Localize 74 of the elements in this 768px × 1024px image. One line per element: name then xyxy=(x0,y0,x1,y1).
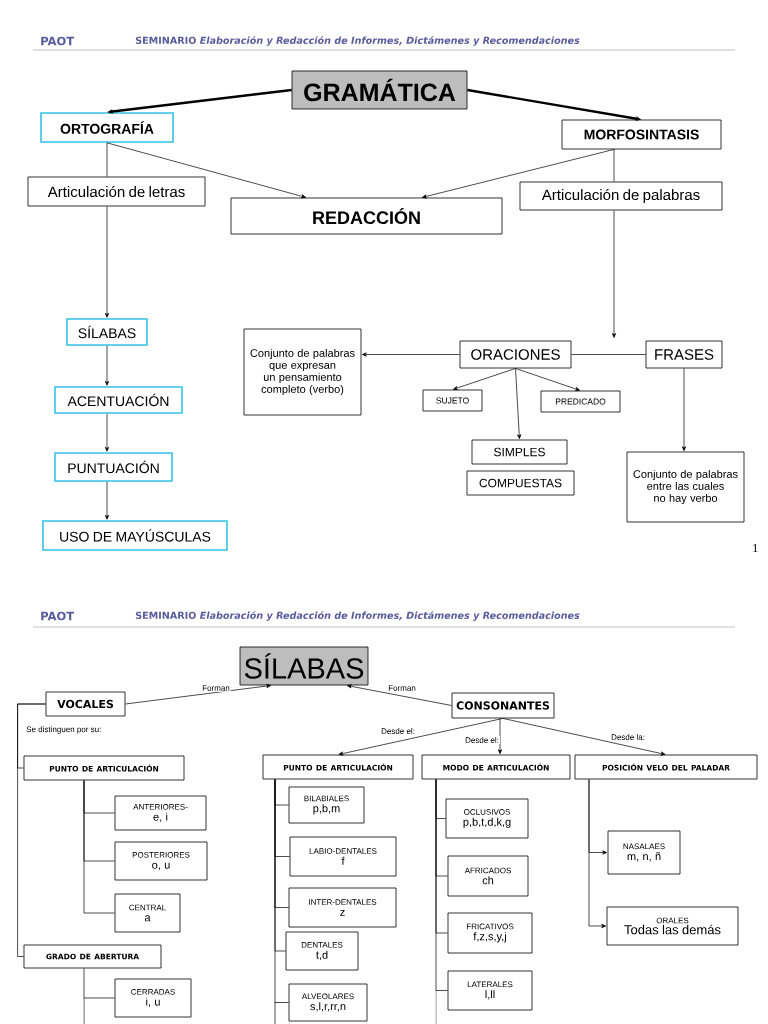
concept-box: VOCALES xyxy=(45,691,126,717)
concept-box: ORACIONES xyxy=(459,340,572,369)
arrow xyxy=(104,345,110,386)
arrow xyxy=(502,718,666,756)
header-text: SEMINARIO Elaboración y Redacción de Informes, Dictámenes y Recomendaciones xyxy=(135,36,580,46)
concept-box: CONSONANTES xyxy=(451,692,555,719)
connector-line xyxy=(613,149,615,182)
arrow xyxy=(107,88,292,115)
concept-box: PREDICADO xyxy=(540,390,621,413)
concept-box: AFRICADOS ch xyxy=(447,855,529,897)
connector-line xyxy=(83,780,115,914)
concept-box: POSTERIORES o, u xyxy=(114,841,208,881)
arrow xyxy=(453,368,516,390)
concept-box: DENTALES t,d xyxy=(285,931,359,971)
connector-line xyxy=(274,779,289,1003)
arrow xyxy=(106,142,306,199)
arrow xyxy=(104,413,110,452)
edge-label: Desde el: xyxy=(380,727,416,735)
edge-label: Desde el: xyxy=(464,736,500,744)
concept-box: OCLUSIVOS p,b,t,d,k,g xyxy=(445,798,529,839)
header-text: PAOT xyxy=(41,611,75,621)
concept-box: MORFOSINTASIS xyxy=(561,119,722,150)
arrow xyxy=(104,481,110,520)
concept-box: ALVEOLARES s,l,r,rr,n xyxy=(288,983,368,1022)
arrow xyxy=(104,206,110,318)
concept-box: FRASES xyxy=(645,340,723,369)
concept-box: PUNTUACIÓN xyxy=(54,452,173,482)
connector-line xyxy=(106,142,108,177)
edge-label: Forman xyxy=(387,684,417,692)
note-text: Se distinguen por su: xyxy=(26,726,101,734)
arrow xyxy=(515,368,522,440)
arrow xyxy=(611,210,617,338)
header-text: SEMINARIO Elaboración y Redacción de Informes, Dictámenes y Recomendaciones xyxy=(135,611,580,621)
connector-line xyxy=(571,354,646,355)
title-box: GRAMÁTICA xyxy=(291,70,468,110)
concept-box: ANTERIORES- e, i xyxy=(114,795,207,831)
concept-box: ORTOGRAFÍA xyxy=(40,112,174,143)
concept-box: SUJETO xyxy=(422,389,483,412)
connector-line xyxy=(17,703,46,957)
definition-box: Conjunto de palabras que expresan un pensamiento completo (verbo) xyxy=(243,328,362,416)
connector-line xyxy=(435,779,448,991)
concept-box: INTER-DENTALES z xyxy=(288,887,397,928)
arrow xyxy=(497,718,503,755)
connector-line xyxy=(83,968,115,999)
concept-box: Articulación de letras xyxy=(27,176,206,207)
concept-box: SÍLABAS xyxy=(66,318,148,346)
concept-box: NASALAES m, n, ñ xyxy=(607,830,681,875)
page-number: 1 xyxy=(753,544,758,552)
arrow xyxy=(681,368,687,452)
concept-box: LABIO-DENTALES f xyxy=(289,836,397,877)
concept-box: LATERALES l,ll xyxy=(447,970,533,1011)
arrow xyxy=(515,368,580,391)
concept-box: REDACCIÓN xyxy=(230,197,503,235)
definition-box: Conjunto de palabras entre las cuales no hay verbo xyxy=(626,451,745,523)
edge-label: Forman xyxy=(201,684,231,692)
arrow xyxy=(125,684,272,705)
concept-box: CERRADAS i, u xyxy=(114,978,192,1018)
concept-box: FRICATIVOS f,z,s,y,j xyxy=(447,912,533,954)
arrow xyxy=(346,684,452,706)
edge-label: Desde la: xyxy=(610,733,646,741)
concept-box: ORALES Todas las demás xyxy=(606,906,739,946)
concept-box: SIMPLES xyxy=(471,439,568,465)
arrow xyxy=(588,779,607,929)
arrow xyxy=(361,352,460,357)
arrow xyxy=(338,718,504,756)
arrow xyxy=(422,149,615,199)
concept-box: ACENTUACIÓN xyxy=(54,386,183,414)
concept-box: BILABIALES p,b,m xyxy=(288,786,365,824)
concept-box: COMPUESTAS xyxy=(466,470,575,496)
concept-box: Articulación de palabras xyxy=(519,181,723,211)
title-box: SÍLABAS xyxy=(239,646,369,686)
concept-box: CENTRAL a xyxy=(114,893,181,933)
concept-box: USO DE MAYÚSCULAS xyxy=(42,520,228,551)
header-text: PAOT xyxy=(41,36,75,46)
